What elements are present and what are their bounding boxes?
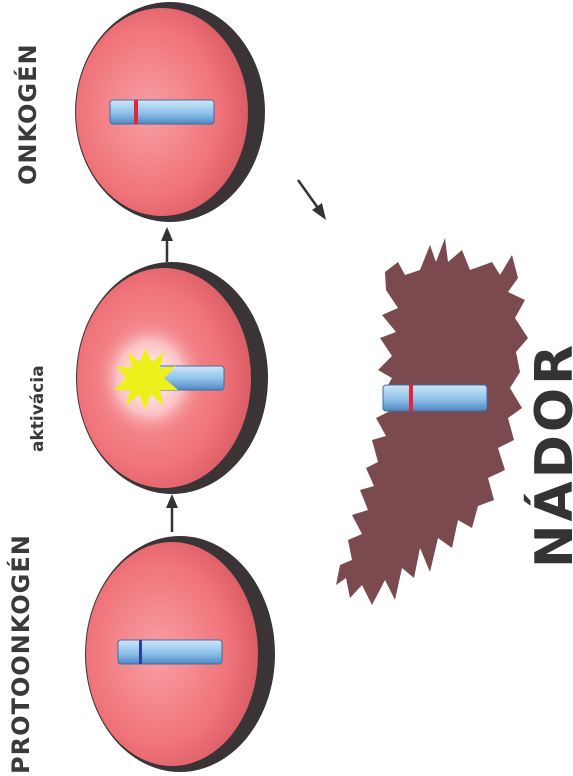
arrow-onco-to-tumor bbox=[298, 180, 326, 220]
gene-marker-mutant bbox=[409, 385, 413, 411]
label-tumor: NÁDOR bbox=[525, 342, 573, 568]
chromosome bbox=[383, 385, 487, 411]
label-oncogene: ONKOGÉN bbox=[14, 43, 42, 185]
tumor-shape bbox=[336, 238, 528, 605]
cell-activation bbox=[76, 262, 268, 494]
chromosome bbox=[110, 100, 214, 124]
cell-oncogene bbox=[75, 2, 265, 222]
label-activation: aktivácia bbox=[28, 365, 48, 452]
gene-marker-normal bbox=[139, 640, 142, 664]
tumor-mass bbox=[336, 238, 528, 605]
chromosome bbox=[118, 640, 222, 664]
arrow-proto-to-activation bbox=[166, 494, 178, 532]
label-protooncogene: PROTOONKOGÉN bbox=[7, 534, 35, 774]
cell-protooncogene bbox=[85, 536, 275, 772]
arrow-activation-to-onco bbox=[161, 227, 173, 262]
gene-marker-mutant bbox=[134, 100, 138, 124]
